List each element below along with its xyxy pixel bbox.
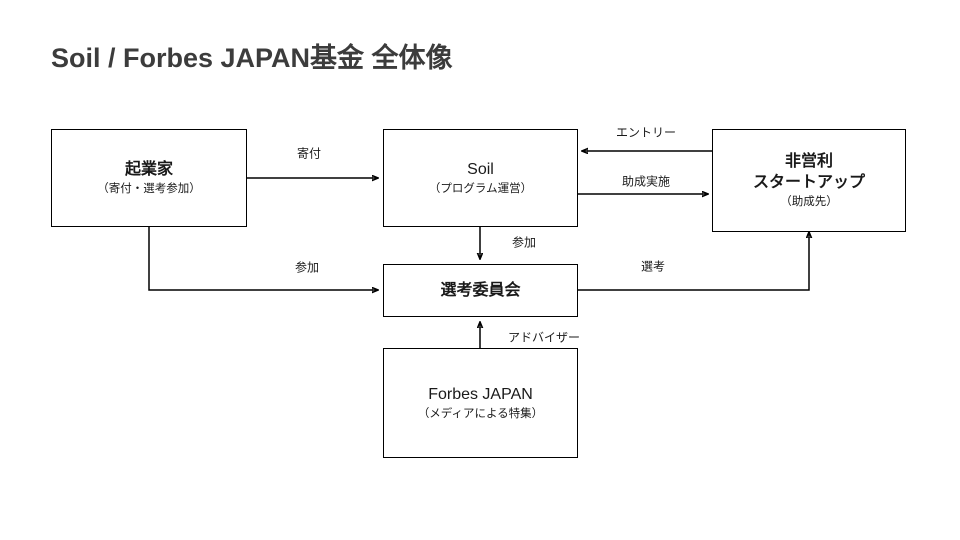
node-soil-subtitle: （プログラム運営） [428,182,533,195]
edge-label-advisor: アドバイザー [507,330,581,345]
edge-label-grant: 助成実施 [621,174,671,189]
node-forbes-japan-title: Forbes JAPAN [428,385,533,403]
node-selection-committee-title: 選考委員会 [440,281,521,299]
node-soil-title: Soil [467,160,494,178]
node-entrepreneur-subtitle: （寄付・選考参加） [97,182,201,195]
node-soil[interactable]: Soil （プログラム運営） [383,129,578,227]
edge-label-donation: 寄付 [296,146,322,161]
edge-participation-entrepreneur-line [148,227,378,290]
node-nonprofit-startup-title: 非営利 スタートアップ [752,152,865,191]
page-title: Soil / Forbes JAPAN基金 全体像 [51,43,453,73]
edge-label-entry: エントリー [615,125,677,140]
node-entrepreneur-title: 起業家 [124,160,173,178]
node-selection-committee[interactable]: 選考委員会 [383,264,578,317]
node-forbes-japan-subtitle: （メディアによる特集） [417,407,544,420]
edge-selection-line [578,232,809,291]
node-nonprofit-startup-subtitle: （助成先） [780,195,838,208]
node-nonprofit-startup[interactable]: 非営利 スタートアップ （助成先） [712,129,906,232]
edge-label-participation-soil: 参加 [511,235,537,250]
edge-label-participation-entrepreneur: 参加 [294,260,320,275]
node-entrepreneur[interactable]: 起業家 （寄付・選考参加） [51,129,247,227]
node-forbes-japan[interactable]: Forbes JAPAN （メディアによる特集） [383,348,578,458]
edge-label-selection: 選考 [640,259,666,274]
